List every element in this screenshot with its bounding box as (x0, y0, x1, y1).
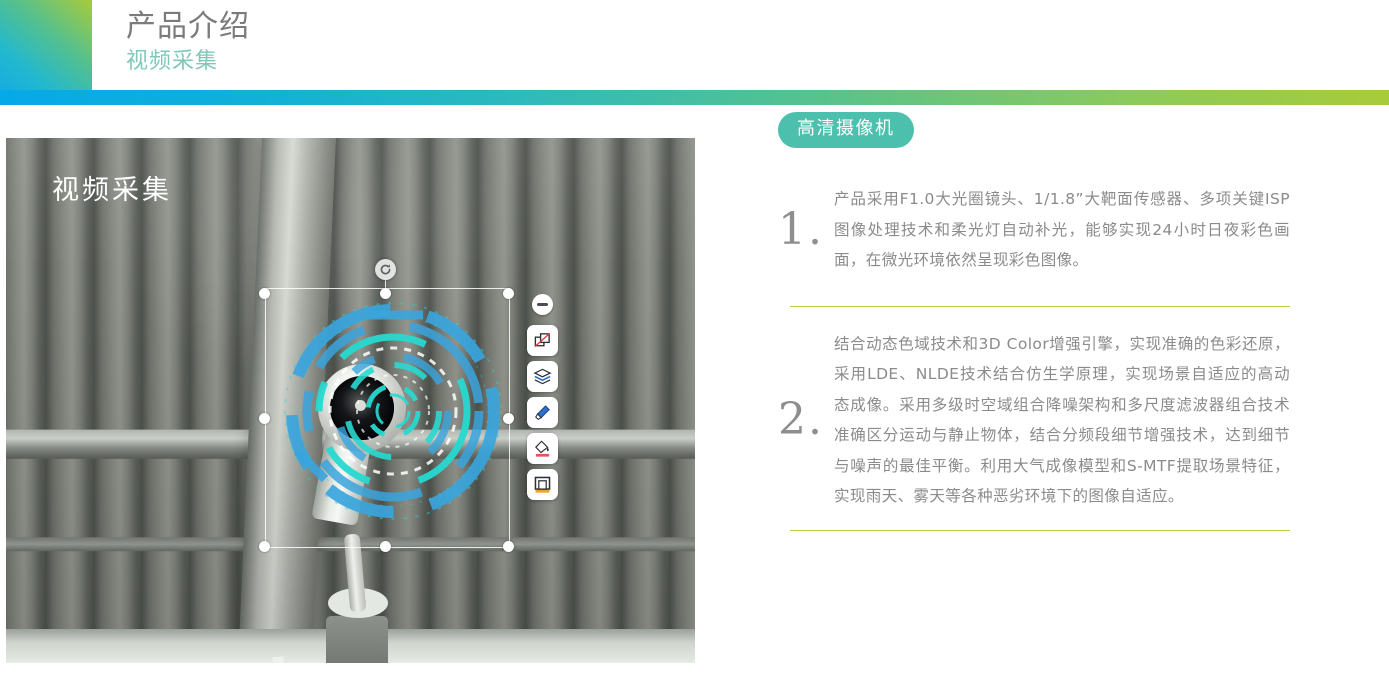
page-subtitle: 视频采集 (126, 49, 219, 74)
header-gradient-swatch (0, 0, 92, 90)
rotate-handle-stem (385, 278, 386, 294)
status-badge: 高清摄像机 (778, 112, 914, 148)
tool-frame-color-button[interactable] (526, 469, 558, 500)
spec-list: 1. 产品采用F1.0大光圈镜头、1/1.8”大靶面传感器、多项关键ISP图像处… (778, 178, 1290, 531)
list-item-text: 结合动态色域技术和3D Color增强引擎，实现准确的色彩还原，采用LDE、NL… (834, 334, 1290, 506)
minus-icon (536, 303, 548, 306)
frame-color-icon (534, 476, 550, 493)
page-header: 产品介绍 视频采集 (0, 0, 1389, 105)
fill-color-icon (534, 440, 549, 457)
resize-handle-bottom-right[interactable] (503, 541, 514, 552)
resize-handle-middle-right[interactable] (503, 413, 514, 424)
resize-handle-top-center[interactable] (380, 288, 391, 299)
collapse-toolbar-button[interactable] (531, 294, 553, 315)
resize-handle-bottom-left[interactable] (259, 541, 270, 552)
resize-handle-bottom-center[interactable] (380, 541, 391, 552)
photo-panel[interactable]: 视频采集 (6, 138, 695, 663)
layers-icon (532, 368, 552, 385)
no-overlap-icon (533, 332, 550, 348)
tool-fill-color-button[interactable] (526, 433, 558, 464)
spec-divider-top (790, 305, 1290, 307)
spec-column: 高清摄像机 1. 产品采用F1.0大光圈镜头、1/1.8”大靶面传感器、多项关键… (778, 112, 1290, 531)
tool-no-overlap-button[interactable] (526, 325, 558, 356)
list-item-text: 产品采用F1.0大光圈镜头、1/1.8”大靶面传感器、多项关键ISP图像处理技术… (834, 190, 1290, 269)
header-gradient-rule (0, 90, 1389, 105)
rotate-handle[interactable] (375, 259, 396, 280)
selection-bounding-box[interactable] (265, 288, 510, 548)
resize-handle-middle-left[interactable] (259, 413, 270, 424)
spec-divider-bottom (790, 529, 1290, 531)
list-item-number: 2. (778, 394, 824, 445)
list-item-number: 1. (778, 203, 824, 255)
resize-handle-top-left[interactable] (259, 288, 270, 299)
resize-handle-top-right[interactable] (503, 288, 514, 299)
page-title: 产品介绍 (126, 9, 250, 44)
photo-caption-text: 视频采集 (52, 175, 172, 206)
tool-brush-button[interactable] (526, 397, 558, 428)
list-item: 2. 结合动态色域技术和3D Color增强引擎，实现准确的色彩还原，采用LDE… (778, 323, 1290, 522)
rotate-icon (380, 264, 391, 275)
floating-tool-strip[interactable] (525, 294, 559, 505)
header-title-group: 产品介绍 视频采集 (126, 8, 250, 78)
camera-junction-box (326, 616, 388, 663)
list-item: 1. 产品采用F1.0大光圈镜头、1/1.8”大靶面传感器、多项关键ISP图像处… (778, 178, 1290, 286)
brush-icon (534, 405, 550, 420)
tool-layers-button[interactable] (526, 361, 558, 392)
